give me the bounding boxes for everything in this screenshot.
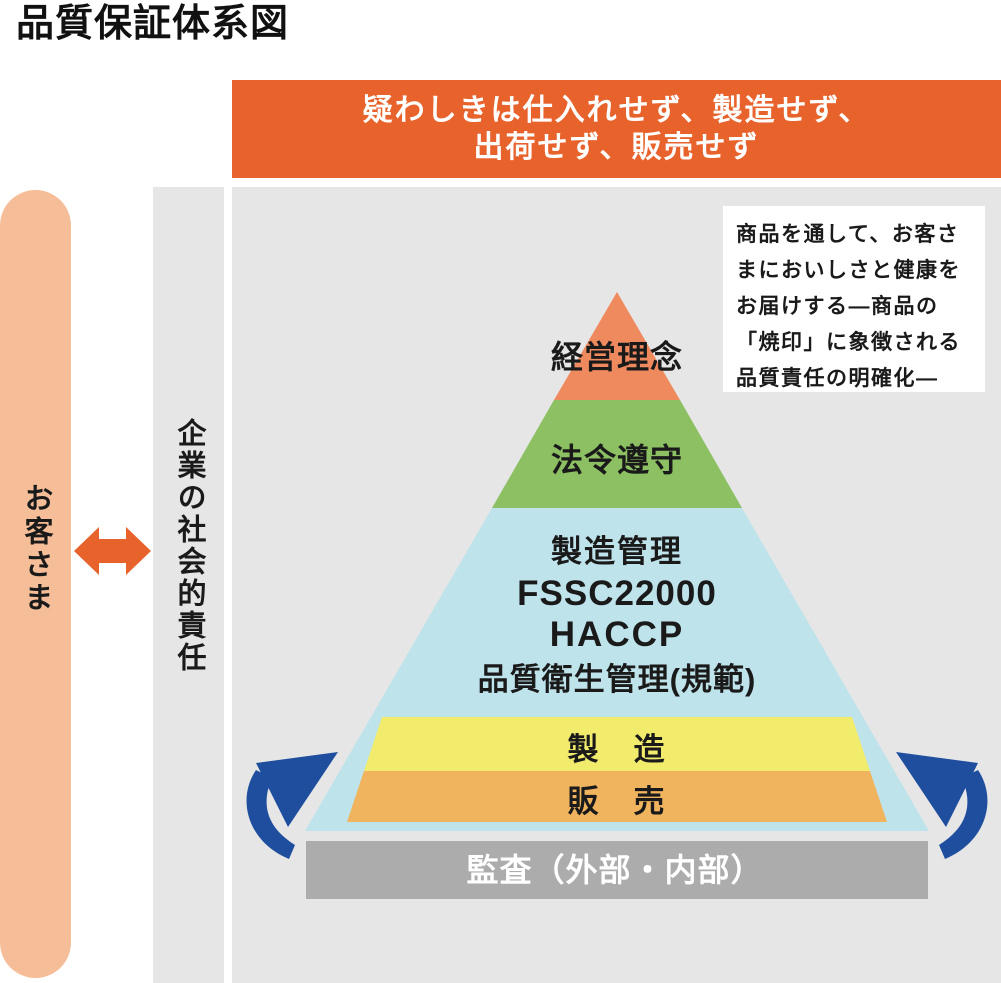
- note-line: 「焼印」に象徴される: [736, 331, 961, 354]
- note-line: 商品を通して、お客さ: [736, 223, 960, 246]
- note-line: お届けする―商品の: [736, 295, 939, 318]
- page-title: 品質保証体系図: [16, 3, 290, 45]
- csr-strip: 企業の社会的責任: [153, 187, 224, 983]
- customer-company-double-arrow-icon: [74, 527, 151, 575]
- note-box: 商品を通して、お客さ まにおいしさと健康を お届けする―商品の 「焼印」に象徴さ…: [723, 206, 985, 392]
- note-line: 品質責任の明確化―: [736, 367, 939, 390]
- customers-bar-label: お客さま: [20, 483, 52, 615]
- policy-banner-line2: 出荷せず、販売せず: [473, 131, 760, 164]
- note-line: まにおいしさと健康を: [736, 259, 961, 282]
- policy-banner-line1: 疑わしきは仕入れせず、製造せず、: [362, 94, 871, 127]
- customers-bar: お客さま: [0, 190, 71, 978]
- csr-strip-label: 企業の社会的責任: [173, 418, 205, 674]
- policy-banner: 疑わしきは仕入れせず、製造せず、 出荷せず、販売せず: [232, 80, 1001, 178]
